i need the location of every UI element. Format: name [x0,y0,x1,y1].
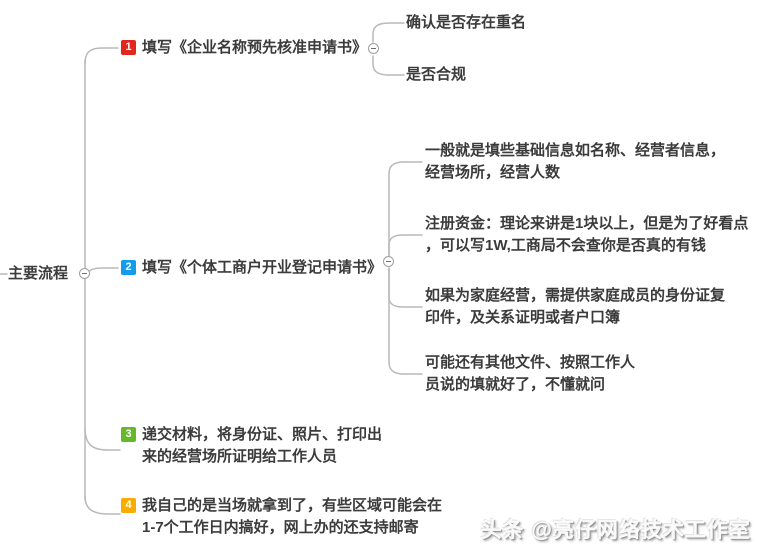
subtree-2-child-2-connector [388,234,423,257]
subtopic-2-4-label: 可能还有其他文件、按照工作人 员说的填就好了，不懂就问 [425,354,636,393]
subtree-2-child-1-connector [388,161,423,257]
subtopic-node-1-2[interactable]: 是否合规 [406,64,466,86]
root-node[interactable]: 主要流程 [8,265,69,282]
branch-1-label: 填写《企业名称预先核准申请书》 [142,39,368,56]
minus-icon [386,261,391,262]
subtopic-2-1-label: 一般就是填些基础信息如名称、经营者信息， 经营场所，经营人数 [425,142,726,181]
subtopic-node-2-1[interactable]: 一般就是填些基础信息如名称、经营者信息， 经营场所，经营人数 [425,140,725,184]
branch-2-connector [88,267,119,272]
subtree-2-child-4-connector [388,267,423,375]
branch-3-number-badge: 3 [121,427,136,442]
subtopic-node-2-3[interactable]: 如果为家庭经营，需提供家庭成员的身份证复 印件，及关系证明或者户口簿 [425,285,725,329]
subtree-1-upper-connector [372,22,405,43]
subtopic-node-1-1[interactable]: 确认是否存在重名 [406,12,526,34]
subtopic-2-2-label: 注册资金：理论来讲是1块以上，但是为了好看点 ，可以写1W,工商局不会查你是否真… [425,215,749,254]
branch-node-2[interactable]: 2 填写《个体工商户开业登记申请书》 [121,257,382,279]
branch-3-connector [84,427,121,451]
minus-icon [82,273,87,274]
branch-1-connector [84,47,119,65]
subtopic-1-2-label: 是否合规 [406,66,467,83]
subtopic-node-2-4[interactable]: 可能还有其他文件、按照工作人 员说的填就好了，不懂就问 [425,352,635,396]
branch-node-3[interactable]: 3 递交材料，将身份证、照片、打印出 来的经营场所证明给工作人员 [121,424,382,468]
minus-icon [371,48,376,49]
subtree-1-lower-connector [372,55,405,76]
watermark-text: 头条 @亮仔网络技术工作室 [480,519,751,542]
collapse-toggle-branch-1[interactable] [368,43,379,54]
branch-4-label: 我自己的是当场就拿到了，有些区域可能会在 1-7个工作日内搞好，网上办的还支持邮… [142,497,443,536]
branch-2-number-badge: 2 [121,260,136,275]
branch-4-number-badge: 4 [121,498,136,513]
branch-3-label: 递交材料，将身份证、照片、打印出 来的经营场所证明给工作人员 [142,426,383,465]
subtopic-1-1-label: 确认是否存在重名 [406,14,527,31]
branch-node-4[interactable]: 4 我自己的是当场就拿到了，有些区域可能会在 1-7个工作日内搞好，网上办的还支… [121,495,442,539]
subtree-2-child-3-connector [388,267,423,308]
branch-1-number-badge: 1 [121,40,136,55]
collapse-toggle-branch-2[interactable] [383,256,394,267]
branch-node-1[interactable]: 1 填写《企业名称预先核准申请书》 [121,37,367,59]
subtopic-node-2-2[interactable]: 注册资金：理论来讲是1块以上，但是为了好看点 ，可以写1W,工商局不会查你是否真… [425,213,748,257]
subtopic-2-3-label: 如果为家庭经营，需提供家庭成员的身份证复 印件，及关系证明或者户口簿 [425,287,726,326]
collapse-toggle-root[interactable] [79,268,90,279]
branch-2-label: 填写《个体工商户开业登记申请书》 [142,259,383,276]
branch-4-connector [84,495,121,515]
